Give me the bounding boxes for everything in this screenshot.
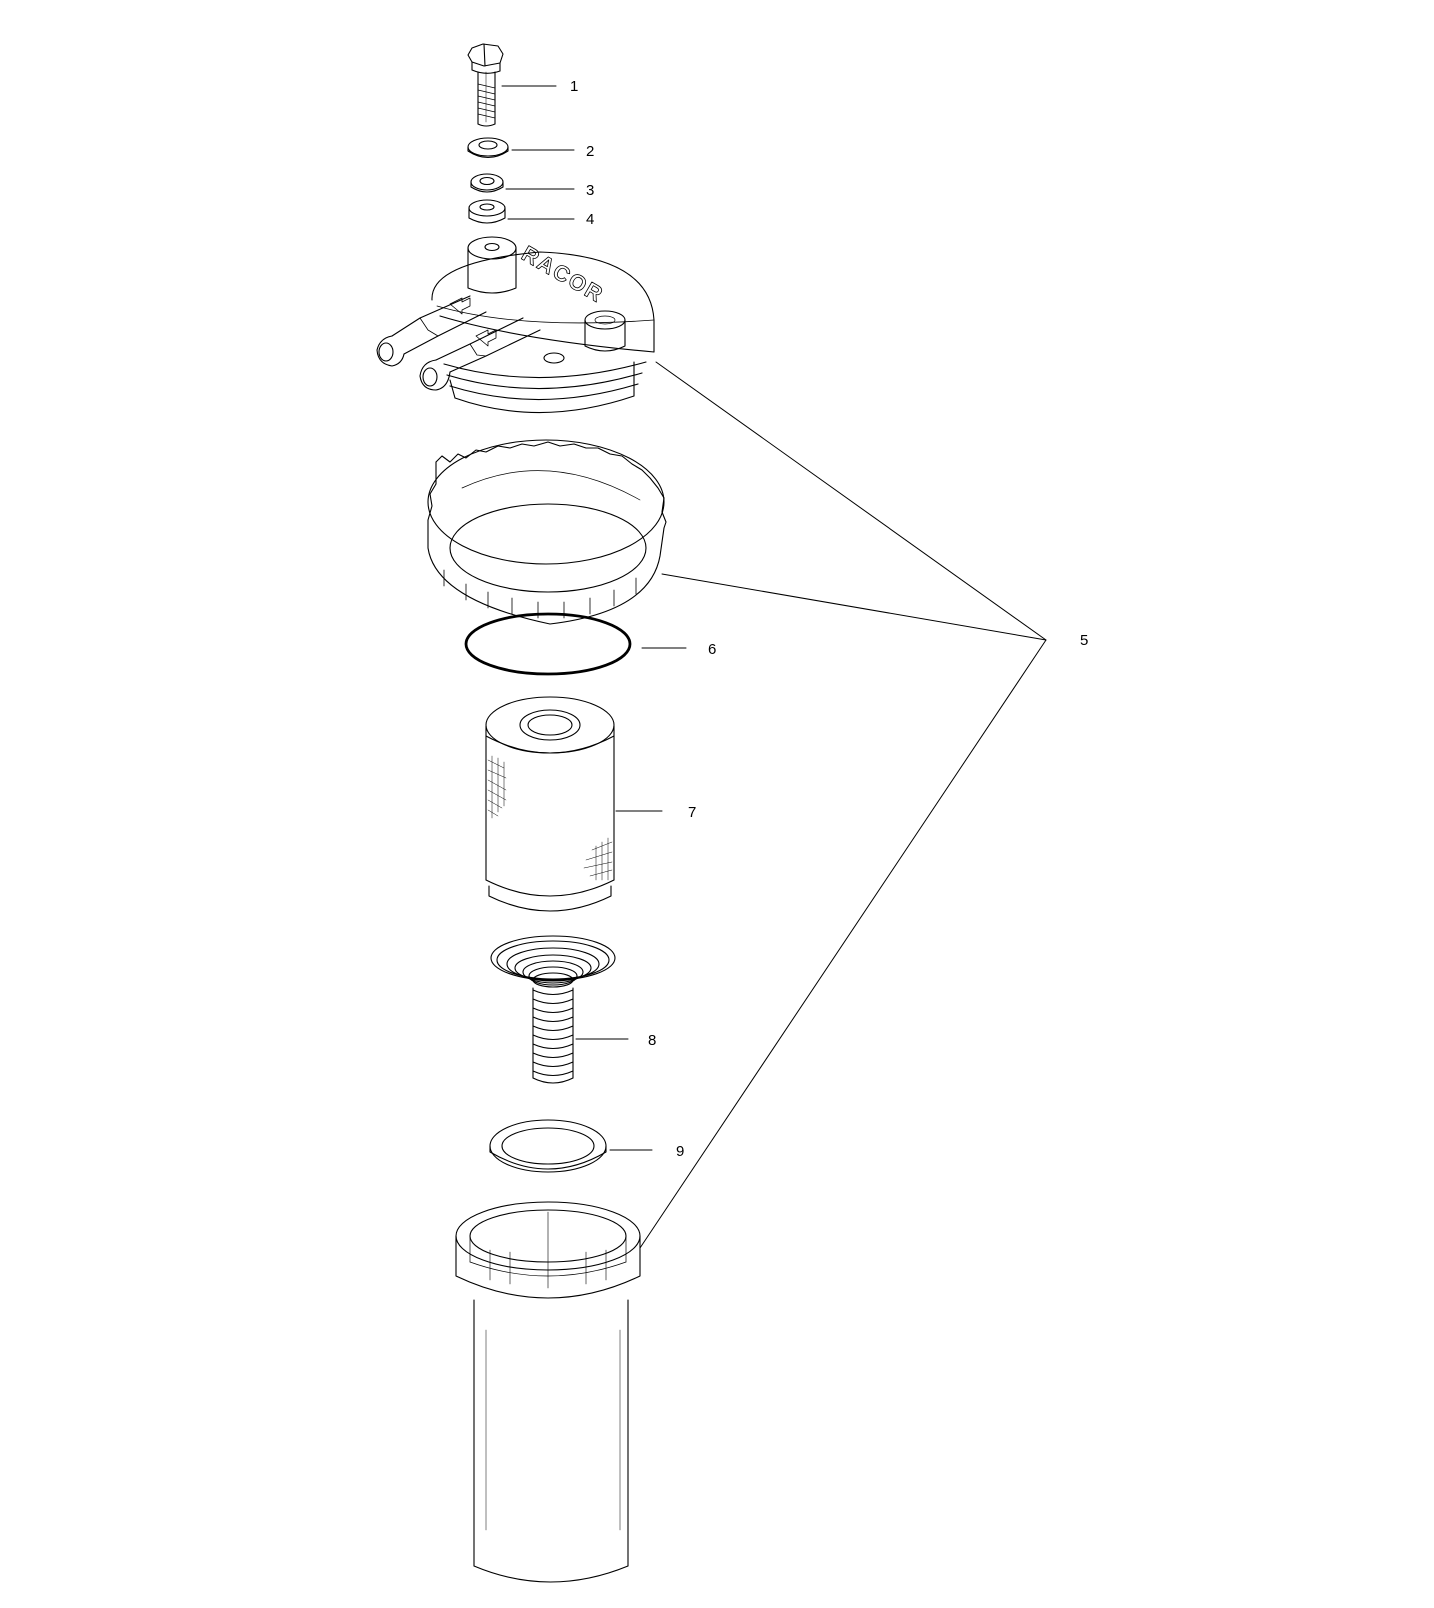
leader-lines [501,85,1047,1249]
part-spring [491,936,615,1083]
callout-labels: 1 2 3 4 5 6 7 8 9 [570,78,1088,1160]
callout-6: 6 [708,641,716,658]
part-collar-ring [428,440,666,624]
callout-5: 5 [1080,632,1088,649]
callout-2: 2 [586,143,594,160]
part-washer-small [471,174,503,192]
part-gasket [490,1120,606,1172]
part-bolt [468,44,503,126]
part-washer-large [468,138,508,158]
part-filter-head [377,237,654,413]
part-bowl [456,1202,640,1582]
part-spacer [469,200,505,223]
part-filter-element [486,697,614,911]
callout-3: 3 [586,182,594,199]
callout-7: 7 [688,804,696,821]
brand-mark: RACOR [518,241,609,308]
part-o-ring [466,614,630,674]
callout-8: 8 [648,1032,656,1049]
callout-1: 1 [570,78,578,95]
callout-4: 4 [586,211,594,228]
callout-9: 9 [676,1143,684,1160]
